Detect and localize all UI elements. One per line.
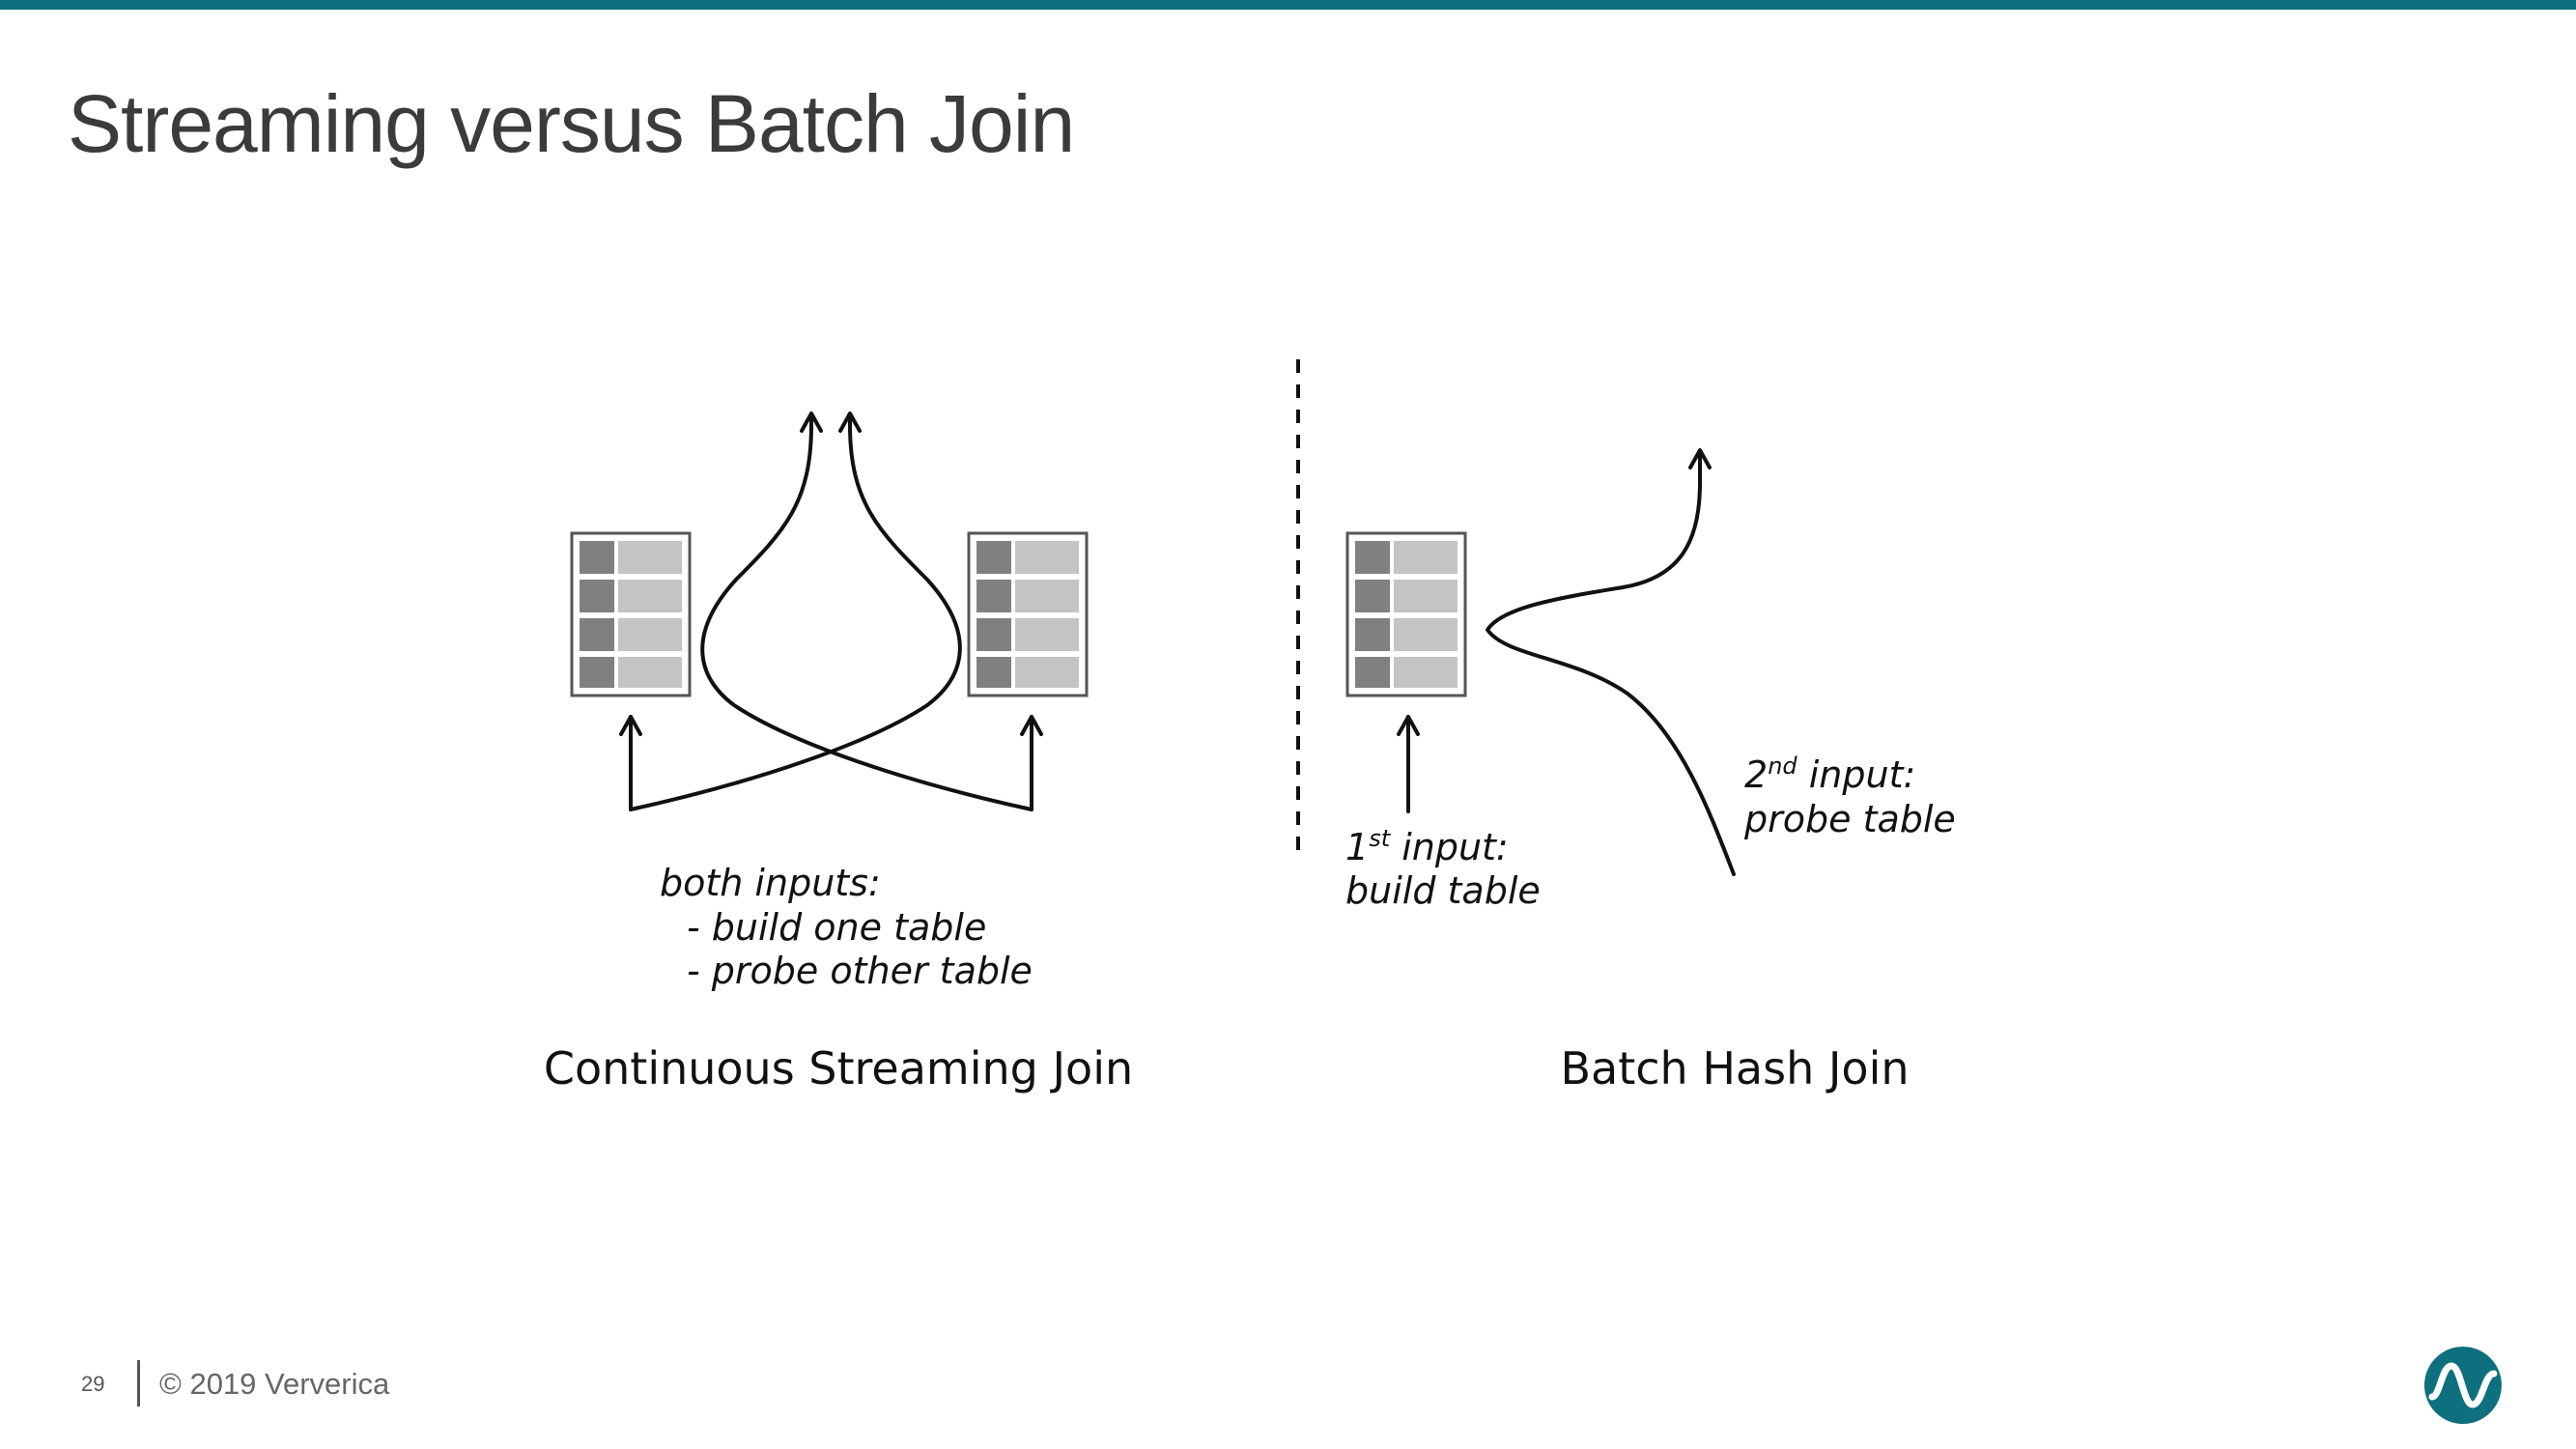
left-caption: Continuous Streaming Join (544, 1042, 1133, 1094)
build-input-arrowhead (1397, 715, 1420, 736)
first-input-line2: build table (1345, 869, 1541, 912)
left-note-line2: - build one table (687, 906, 986, 949)
right-input-arrowhead (1020, 715, 1043, 736)
left-probe-curve (629, 413, 962, 811)
footer-divider (137, 1360, 140, 1406)
second-input-line2: probe table (1743, 798, 1956, 840)
top-accent-bar (0, 0, 2576, 10)
hash-table-icon (967, 531, 1089, 697)
hash-table-icon (570, 531, 692, 697)
ververica-logo-icon (2424, 1347, 2502, 1424)
left-input-arrowhead (619, 715, 642, 736)
second-input-label: 2nd input: (1744, 753, 1915, 796)
probe-curve (1486, 452, 1736, 876)
copyright-text: © 2019 Ververica (159, 1367, 390, 1401)
slide-title: Streaming versus Batch Join (68, 78, 1075, 169)
first-input-label: 1st input: (1345, 825, 1509, 868)
probe-arrowhead (1688, 448, 1712, 469)
right-caption: Batch Hash Join (1560, 1042, 1909, 1094)
left-note-line3: - probe other table (687, 950, 1033, 992)
right-probe-curve (700, 413, 1033, 811)
page-number: 29 (81, 1372, 105, 1396)
left-probe-arrowhead (838, 412, 862, 433)
hash-table-icon (1345, 531, 1467, 697)
right-probe-arrowhead (800, 412, 823, 433)
left-note-line1: both inputs: (660, 862, 881, 904)
